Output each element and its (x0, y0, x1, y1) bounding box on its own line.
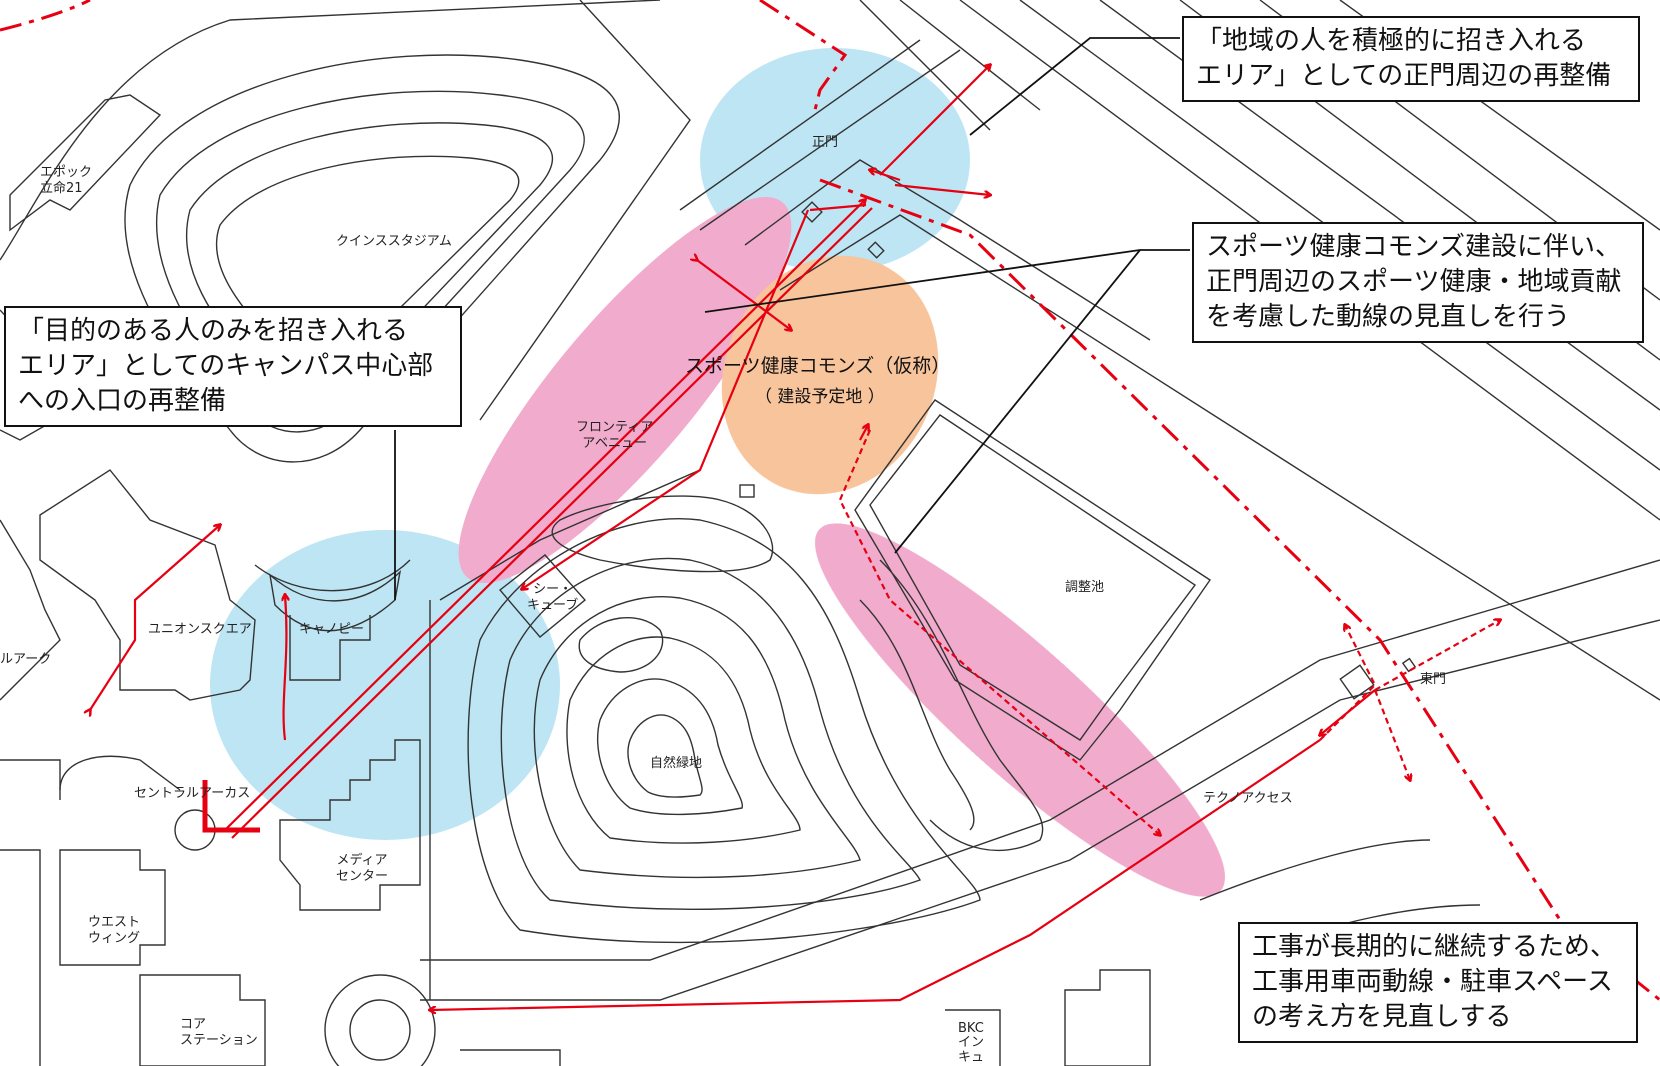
frontier-label-line-2: アベニュー (582, 436, 647, 452)
callout-campus-center: 「目的のある人のみを招き入れる エリア」としてのキャンパス中心部 への入口の再整… (4, 306, 462, 428)
frontier-avenue-label: フロンティア アベニュー (576, 420, 653, 453)
callout-campus-line-2: エリア」としてのキャンパス中心部 (18, 351, 434, 382)
frontier-label-line-1: フロンティア (576, 420, 654, 435)
leader-lines (394, 37, 1190, 600)
epoch-label-line-1: エポック (40, 165, 93, 180)
techno-access-label: テクノアクセス (1203, 791, 1293, 806)
media-center-label: メディア センター (336, 853, 388, 886)
callout-construction: 工事が長期的に継続するため、 工事用車両動線・駐車スペース の考え方を見直しする (1238, 922, 1638, 1044)
bkc-line-2: イン (958, 1035, 985, 1051)
bkc-line-3: キュ (958, 1049, 985, 1065)
sea-cube-label: シー・ キューブ (527, 582, 578, 615)
callout-main-gate-area: 「地域の人を積極的に招き入れる エリア」としての正門周辺の再整備 (1182, 16, 1640, 103)
west-wing-line-2: ウィング (88, 931, 141, 947)
media-center-line-2: センター (336, 869, 389, 885)
callout-main-gate-line-1: 「地域の人を積極的に招き入れる (1196, 26, 1587, 56)
stadium-label: クインススタジアム (336, 234, 452, 249)
callout-construction-line-1: 工事が長期的に継続するため、 (1252, 932, 1617, 962)
central-arcus-label: セントラルアーカス (134, 786, 251, 801)
zone-campus-center (210, 530, 560, 840)
campus-boundary (0, 0, 1660, 1002)
union-square-label: ユニオンスクエア (148, 622, 252, 637)
nature-area-label: 自然緑地 (650, 756, 703, 771)
bkc-line-1: BKC (958, 1021, 984, 1036)
epoch-label: エポック 立命21 (40, 165, 92, 198)
bkc-label: BKC イン キュ (958, 1021, 985, 1065)
arc-label: ルアーク (0, 652, 52, 667)
zone-techno-access (814, 523, 1226, 897)
sea-cube-line-1: シー・ (533, 582, 573, 597)
callout-construction-line-3: の考え方を見直しする (1252, 1002, 1512, 1033)
core-station-label: コア ステーション (180, 1017, 258, 1050)
main-gate-label: 正門 (812, 135, 839, 150)
core-station-line-2: ステーション (180, 1033, 258, 1049)
callout-sports-commons: スポーツ健康コモンズ建設に伴い、 正門周辺のスポーツ健康・地域貢献 を考慮した動… (1192, 222, 1644, 344)
callout-main-gate-line-2: エリア」としての正門周辺の再整備 (1196, 61, 1612, 92)
callout-sports-line-2: 正門周辺のスポーツ健康・地域貢献 (1206, 267, 1622, 298)
west-wing-label: ウエスト ウィング (88, 915, 140, 948)
sea-cube-line-2: キューブ (527, 598, 579, 614)
canopy-label: キャノピー (299, 622, 365, 637)
pond-label: 調整池 (1065, 580, 1105, 595)
callout-campus-line-1: 「目的のある人のみを招き入れる (18, 316, 409, 346)
callout-sports-line-1: スポーツ健康コモンズ建設に伴い、 (1206, 232, 1621, 262)
east-gate-label: 東門 (1420, 672, 1447, 687)
callout-construction-line-2: 工事用車両動線・駐車スペース (1252, 967, 1613, 998)
callout-campus-line-3: への入口の再整備 (18, 386, 227, 417)
callout-sports-line-3: を考慮した動線の見直しを行う (1206, 302, 1571, 333)
sports-commons-sub-label: （ 建設予定地 ） (755, 387, 885, 407)
sports-commons-label: スポーツ健康コモンズ（仮称） (685, 355, 951, 377)
core-station-line-1: コア (180, 1017, 207, 1032)
media-center-line-1: メディア (336, 853, 388, 868)
west-wing-line-1: ウエスト (88, 915, 141, 930)
zones (210, 48, 1226, 897)
epoch-label-line-2: 立命21 (40, 181, 83, 197)
